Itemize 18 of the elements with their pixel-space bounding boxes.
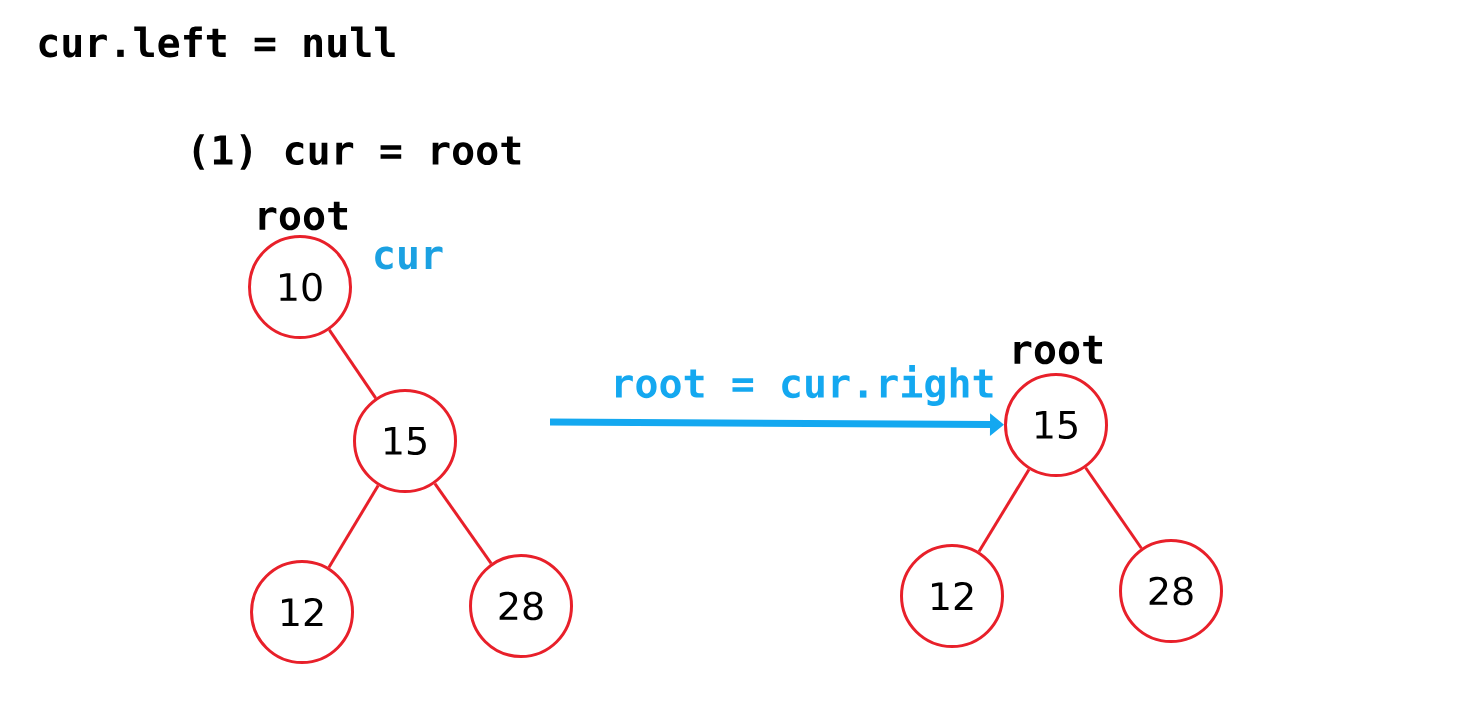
code-line: (1) cur = root [193,134,521,170]
tree-node: 12 [250,560,354,664]
tree-edge [328,329,377,399]
pointer-label: cur [375,246,443,270]
tree-node: 10 [248,235,352,339]
tree-edge [433,482,493,565]
tree-node: 15 [1004,373,1108,477]
pointer-label: root [1014,335,1103,365]
edge-label: root = cur.right [616,365,993,406]
code-line: cur.left = null [39,26,395,58]
tree-node: 28 [1119,539,1223,643]
tree-node: 12 [900,544,1004,648]
tree-node: 15 [353,389,457,493]
tree-edge [1084,466,1143,550]
pointer-label: root [259,201,348,231]
tree-node: 28 [469,554,573,658]
tree-edge [977,468,1031,553]
tree-edge [327,484,380,569]
